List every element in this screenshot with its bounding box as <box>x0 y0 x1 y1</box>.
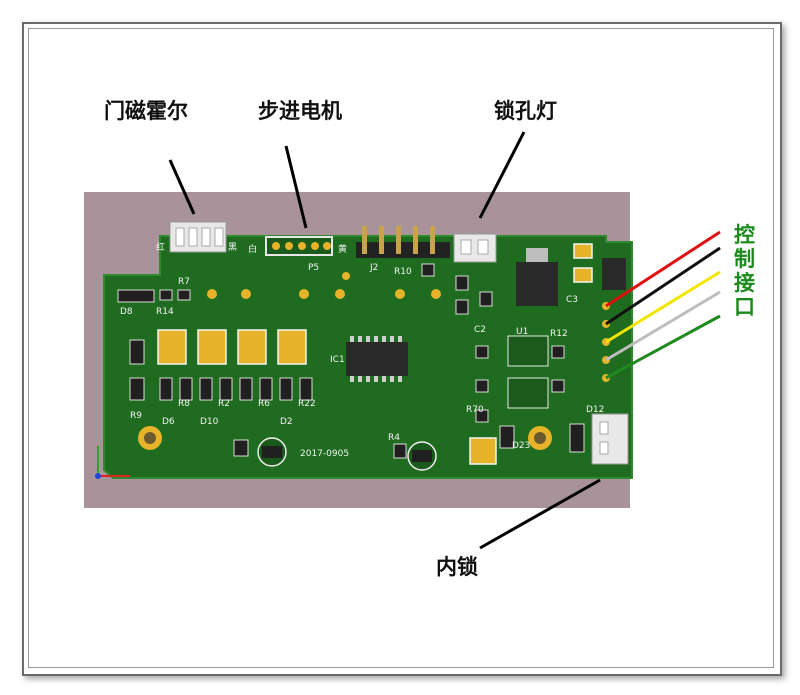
label-keyhole-light: 锁孔灯 <box>494 99 557 123</box>
control-char-4: 口 <box>734 295 755 319</box>
silk-d23: D23 <box>512 441 530 451</box>
inner-frame <box>28 28 774 668</box>
callout-lines <box>168 131 601 550</box>
silk-d10: D10 <box>200 417 219 427</box>
connector-door-hall <box>169 221 227 253</box>
silk-wire-white: 白 <box>248 243 257 255</box>
label-control-interface: 控 制 接 口 <box>734 223 755 319</box>
round-transistors <box>257 437 437 471</box>
silk-wire-black: 黑 <box>228 242 237 253</box>
silk-wire-red: 红 <box>156 241 165 253</box>
silk-r2: R2 <box>218 399 230 409</box>
axis-gizmo <box>95 446 130 479</box>
silk-r7: R7 <box>178 277 190 287</box>
connector-stepper <box>265 236 333 256</box>
connector-j2 <box>356 226 450 258</box>
silk-c3: C3 <box>566 295 578 305</box>
wire-green <box>605 314 721 380</box>
silk-p5: P5 <box>308 263 319 273</box>
silk-r4: R4 <box>388 433 400 443</box>
relay-pads <box>157 243 593 465</box>
ic1-chip <box>346 336 408 382</box>
label-stepper: 步进电机 <box>258 99 342 123</box>
silk-d6: D6 <box>162 417 175 427</box>
silk-r6: R6 <box>258 399 270 409</box>
wire-black <box>605 246 721 326</box>
wire-red <box>605 230 721 308</box>
silk-r70: R70 <box>466 405 484 415</box>
silk-r10: R10 <box>394 267 412 277</box>
silk-d8: D8 <box>120 307 133 317</box>
silk-r14: R14 <box>156 307 174 317</box>
wire-yellow <box>605 270 721 344</box>
silk-r8: R8 <box>178 399 190 409</box>
silk-ic1: IC1 <box>330 355 345 365</box>
silk-r9: R9 <box>130 411 142 421</box>
control-wires <box>605 230 721 380</box>
silk-wire-yellow: 黄 <box>338 243 347 255</box>
connector-keyhole-light <box>453 233 497 263</box>
smd-components <box>117 263 585 459</box>
silk-u1: U1 <box>516 327 528 337</box>
silk-date: 2017-0905 <box>300 449 349 459</box>
voltage-regulator <box>516 248 558 306</box>
u1-module <box>507 335 549 409</box>
pointer-keyhole-light <box>478 131 526 219</box>
pointer-door-hall <box>168 159 196 215</box>
silk-j2: J2 <box>369 263 378 273</box>
silk-r12: R12 <box>550 329 568 339</box>
silk-r22: R22 <box>298 399 316 409</box>
control-char-2: 制 <box>734 247 755 271</box>
wire-gray <box>605 290 721 362</box>
right-regulator <box>602 258 626 290</box>
mounting-holes <box>138 426 552 450</box>
thru-hole-pads <box>207 272 610 382</box>
silk-d12: D12 <box>586 405 604 415</box>
pointer-stepper <box>284 145 308 229</box>
control-char-3: 接 <box>734 271 755 295</box>
control-char-1: 控 <box>734 223 755 247</box>
label-door-hall: 门磁霍尔 <box>104 99 188 123</box>
label-inner-lock: 内锁 <box>436 555 478 579</box>
silk-d2: D2 <box>280 417 293 427</box>
silk-c2: C2 <box>474 325 486 335</box>
pointer-inner-lock <box>479 478 601 550</box>
connector-inner-lock <box>591 413 629 465</box>
